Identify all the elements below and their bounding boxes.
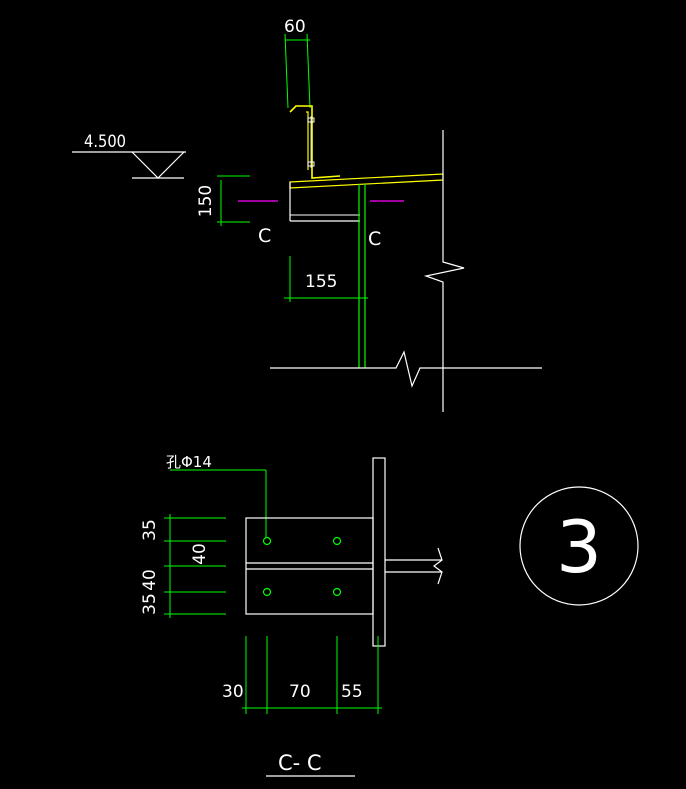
- section-title-label: C- C: [278, 751, 322, 775]
- bolt-hole-icon: [332, 536, 342, 546]
- slab-plate: [289, 173, 444, 222]
- vertical-plate: [372, 457, 386, 647]
- elevation-detail: 4.500 60: [72, 17, 542, 412]
- dim-horizontal-label: 70: [289, 682, 311, 702]
- section-cut-left: C: [238, 200, 278, 247]
- section-cc: 孔Φ14 35: [140, 453, 443, 777]
- bolt-hole-icon: [332, 587, 342, 597]
- dim-horizontal-label: 55: [341, 682, 363, 702]
- steel-flashing: [289, 105, 341, 179]
- hole-note-label: 孔Φ14: [166, 453, 212, 471]
- hole-note: 孔Φ14: [166, 453, 267, 538]
- section-mark-right: C: [368, 228, 381, 250]
- dim-vertical-label: 40: [140, 569, 160, 591]
- ground-break: [270, 350, 542, 388]
- dim-top-label: 60: [284, 17, 306, 37]
- dim-top-60: 60: [284, 17, 311, 109]
- column: [358, 184, 366, 368]
- bolt-holes: [262, 536, 342, 597]
- section-title: C- C: [266, 751, 355, 777]
- dim-horizontal-chain: 30 70 55: [222, 636, 382, 714]
- dim-vertical-chain: 35 40 40 35: [140, 514, 226, 618]
- dim-height-150: 150: [196, 175, 250, 226]
- bolt-hole-icon: [262, 536, 272, 546]
- section-mark-left: C: [258, 225, 271, 247]
- detail-number: 3: [556, 505, 602, 589]
- dim-vertical-label: 40: [190, 543, 210, 565]
- dim-width-155: 155: [284, 256, 368, 302]
- dim-vertical-label: 35: [140, 519, 160, 541]
- dim-horizontal-label: 30: [222, 682, 244, 702]
- base-plate: [245, 517, 374, 615]
- wall-break: [423, 130, 465, 412]
- dim-width-label: 155: [305, 272, 337, 292]
- dim-vertical-label: 35: [140, 593, 160, 615]
- section-cut-right: C: [368, 200, 404, 250]
- detail-marker: 3: [519, 486, 639, 606]
- elevation-marker: 4.500: [72, 132, 186, 179]
- bolt-hole-icon: [262, 587, 272, 597]
- dim-height-label: 150: [196, 185, 216, 217]
- beam-stub: [385, 547, 443, 585]
- elevation-label: 4.500: [84, 132, 126, 152]
